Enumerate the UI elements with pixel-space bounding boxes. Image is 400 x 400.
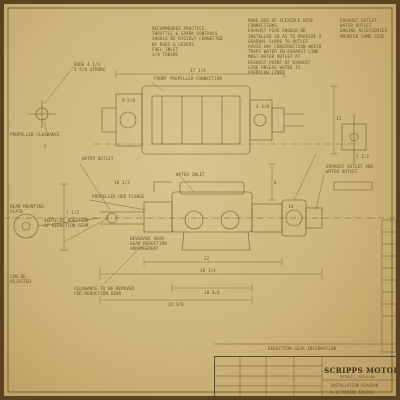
leader-lines [43, 65, 325, 285]
note-gear-reduction: BEVERAGE GEAR GEAR REDUCTION ARRANGEMENT [130, 236, 167, 252]
dim-label-top: 17 1/4 [190, 68, 206, 73]
note-exhaust-outlet: EXHAUST OUTLET WATER OUTLET ENGINE ACCES… [340, 18, 388, 39]
company-location: DETROIT, MICHIGAN [340, 375, 375, 379]
note-reduction-gear-info: REDUCTION GEAR INFORMATION [268, 346, 337, 351]
note-water-outlet: WATER OUTLET [82, 156, 114, 161]
dim-label-left-height: 7 1/2 [66, 210, 80, 215]
dim-label-c: 14 [288, 204, 294, 209]
blueprint-sheet: RECOMMENDED PRACTICE: THROTTLE & SPARK C… [4, 4, 396, 396]
dim-label-e: 5 [44, 144, 47, 149]
right-table [381, 219, 396, 353]
dim-label-lower: 15 3/8 [168, 302, 184, 307]
dim-label-right-height: 13 [336, 116, 342, 121]
note-propeller-hub: PROPELLER HUB FLANGE [92, 194, 145, 199]
propeller-left [13, 100, 101, 239]
note-propeller-clearance: PROPELLER CLEARANCE [10, 132, 60, 137]
sheet-border [7, 7, 393, 393]
note-front-connection: FRONT PROPELLER CONNECTION [154, 76, 223, 81]
note-vertical-position: VERTICAL POSITION OF REDUCTION GEAR [44, 218, 89, 229]
note-gear-allowance: ALLOWANCE TO BE REMOVED FOR REDUCTION GE… [74, 286, 135, 297]
dim-label-engine: 22 [204, 256, 210, 261]
title-block [214, 356, 396, 396]
dim-label-f: 2 1/2 [356, 154, 370, 159]
engine-installation-drawing [4, 7, 396, 396]
dim-label-overall: 38 1/4 [200, 268, 216, 273]
dim-label-a: 9 5/8 [122, 98, 136, 103]
dim-label-block: 10 3/4 [204, 290, 220, 295]
dim-label-side: 6 [274, 180, 277, 185]
note-throttle: RECOMMENDED PRACTICE: THROTTLE & SPARK C… [152, 26, 223, 58]
engine-side-view [100, 181, 323, 251]
title-block-grid [214, 343, 396, 396]
drawing-subtitle: V-12 MARINE ENGINE [330, 390, 374, 395]
right-bracket [333, 114, 373, 191]
engine-top-view [101, 85, 304, 155]
company-name: SCRIPPS MOTOR C [324, 366, 396, 375]
note-water-inlet: WATER INLET [176, 172, 205, 177]
note-exhaust-water-outlet: EXHAUST OUTLET AND WATER OUTLET [326, 164, 374, 175]
dim-label-b: 4 3/8 [256, 104, 270, 109]
drawing-title: INSTALLATION DIAGRAM [330, 383, 379, 388]
note-exhaust: MAKE USE OF FLEXIBLE WIRE CONNECTIONS EX… [248, 18, 322, 76]
note-rear-mounting: REAR MOUNTING PLATE [10, 204, 45, 215]
dim-label-d: 18 1/2 [114, 180, 130, 185]
note-bore: BORE 4 1/4 3 5/8 STROKE [74, 62, 106, 73]
dimension-lines [60, 70, 338, 304]
note-can-be-adjusted: CAN BE ADJUSTED [10, 274, 31, 285]
